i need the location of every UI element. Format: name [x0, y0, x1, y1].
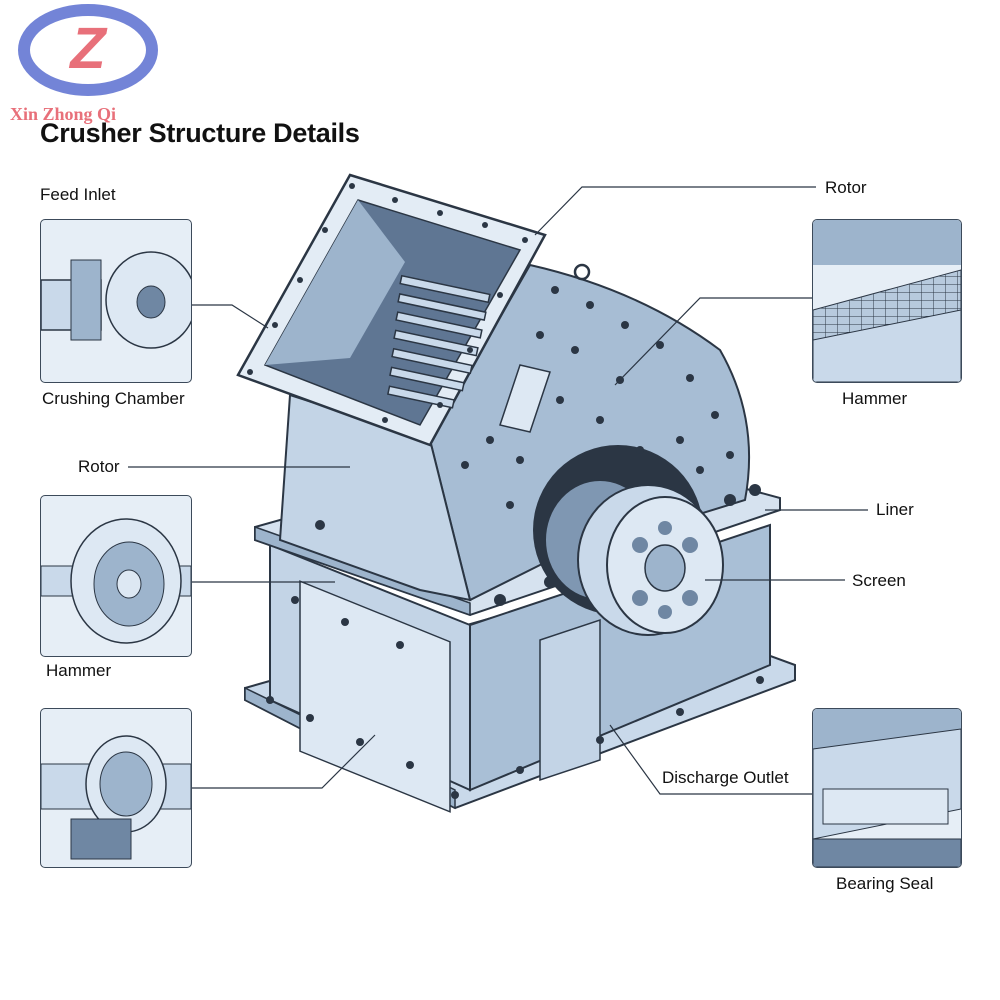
label-feed-inlet: Feed Inlet — [40, 185, 116, 204]
brand-logo: Z — [18, 4, 158, 96]
detail-panel-shaft — [40, 708, 192, 868]
pulley-hole — [632, 590, 648, 606]
label-liner: Liner — [876, 500, 914, 519]
leader-hammer-right — [614, 297, 812, 386]
leader-lines — [128, 186, 868, 795]
detail-panel-hammer-right — [812, 219, 962, 383]
leader-discharge — [609, 724, 812, 795]
rotor-blades — [386, 274, 491, 409]
leader-bottom-left — [192, 734, 376, 789]
pulley-hole — [682, 537, 698, 553]
logo-ring — [18, 4, 158, 96]
lifting-lug — [573, 263, 591, 281]
pulley-hole — [682, 590, 698, 606]
logo-ring-inner — [38, 20, 138, 80]
label-screen: Screen — [852, 571, 906, 590]
pulley-hole — [658, 605, 672, 619]
logo-letter: Z — [68, 16, 108, 81]
label-rotor-top: Rotor — [825, 178, 867, 197]
page-title: Crusher Structure Details — [40, 118, 360, 148]
label-bearing-seal: Bearing Seal — [836, 874, 934, 893]
leader-feed-inlet — [192, 304, 269, 329]
label-rotor-left: Rotor — [78, 457, 120, 476]
pulley-hole — [632, 537, 648, 553]
pulley-hub — [644, 544, 686, 592]
discharge-panel — [299, 580, 451, 813]
detail-panel-feed-inlet — [40, 219, 192, 383]
detail-panel-hammer-left — [40, 495, 192, 657]
label-hammer-right: Hammer — [842, 389, 908, 408]
bearing-pedestal — [539, 618, 601, 782]
brand-name: Xin Zhong Qi — [10, 104, 117, 124]
hopper-inner-wall — [265, 200, 405, 365]
nameplate — [499, 364, 551, 433]
detail-panel-bearing-seal — [812, 708, 962, 868]
label-hammer-left: Hammer — [46, 661, 112, 680]
label-crushing-chamber: Crushing Chamber — [42, 389, 185, 408]
bolts — [247, 183, 764, 799]
label-discharge-outlet: Discharge Outlet — [662, 768, 789, 787]
pulley-hole — [658, 521, 672, 535]
leader-rotor-top — [534, 186, 816, 236]
